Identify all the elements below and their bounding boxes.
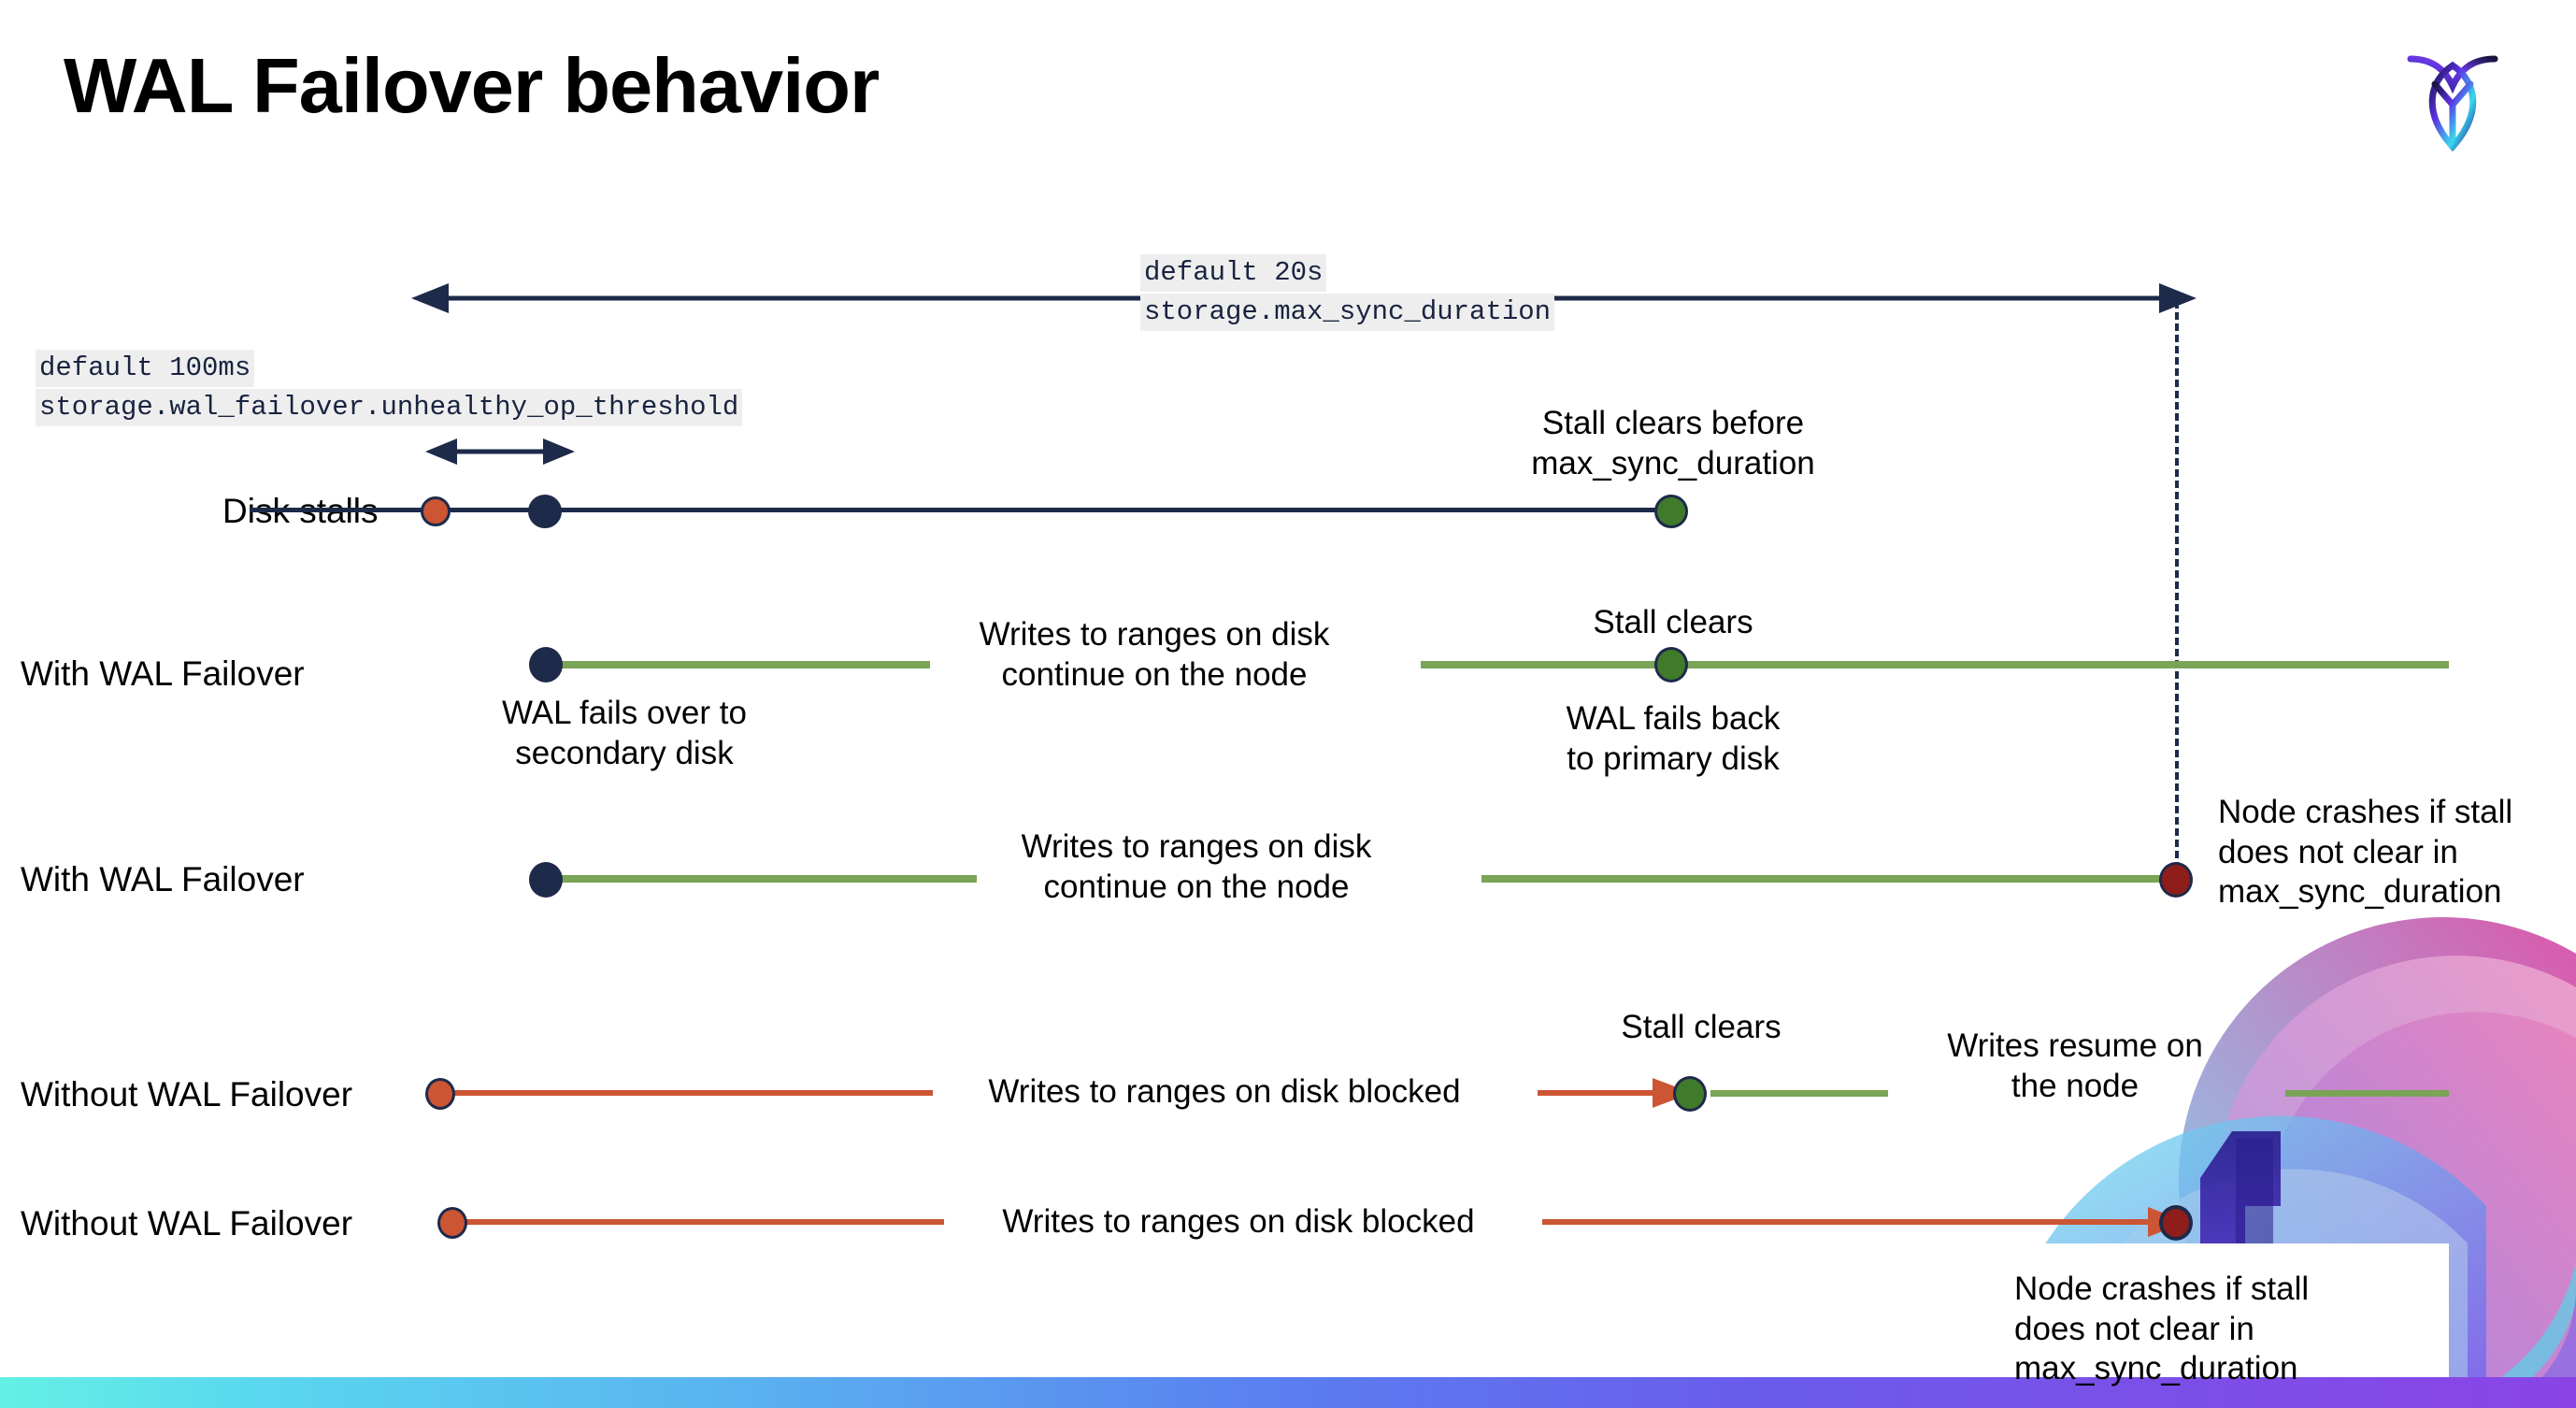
with-wal-failover-1-segment-a bbox=[542, 661, 930, 668]
disk-stalls-timeline bbox=[250, 508, 1670, 512]
disk-stall-clear-marker bbox=[1654, 495, 1688, 528]
without-wal-failover-1-resume-segment-b bbox=[2285, 1090, 2449, 1097]
max-sync-duration-dashed-guide bbox=[2175, 301, 2179, 881]
with-wal-failover-1-segment-b bbox=[1421, 661, 2449, 668]
max-sync-setting-name: storage.max_sync_duration bbox=[1140, 294, 1555, 332]
annotation-text: Writes to ranges on disk blocked bbox=[988, 1073, 1461, 1110]
without-wal-failover-1-blocked-segment bbox=[437, 1090, 933, 1096]
with-wal-failover-2-failover-marker bbox=[529, 862, 563, 898]
unhealthy-threshold-span-arrow bbox=[425, 432, 575, 471]
with-wal-failover-2-segment-a bbox=[542, 875, 977, 883]
cockroachdb-logo-icon bbox=[2397, 28, 2508, 159]
without-wal-failover-2-blocked-segment-a bbox=[449, 1219, 944, 1225]
without-wal-failover-1-resume-segment-a bbox=[1710, 1090, 1888, 1097]
page-title: WAL Failover behavior bbox=[64, 42, 880, 129]
max-sync-default-label: default 20s bbox=[1140, 254, 1327, 293]
disk-stall-failover-marker bbox=[528, 495, 562, 528]
annotation-text: Stall clears bbox=[1621, 1009, 1782, 1045]
row-label-without-wal-failover-1: Without WAL Failover bbox=[21, 1075, 353, 1113]
with-wal-failover-1-clear-marker bbox=[1654, 647, 1688, 682]
row-label-without-wal-failover-2: Without WAL Failover bbox=[21, 1204, 353, 1243]
annotation-text: Writes to ranges on disk blocked bbox=[1002, 1203, 1475, 1240]
row-label-with-wal-failover-2: With WAL Failover bbox=[21, 860, 305, 898]
annotation-stall-clears-2: Stall clears bbox=[1580, 1008, 1823, 1048]
annotation-writes-blocked-2: Writes to ranges on disk blocked bbox=[949, 1202, 1528, 1243]
annotation-stall-clears-1: Stall clears bbox=[1533, 603, 1813, 643]
without-wal-failover-1-arrow-to-clear bbox=[1538, 1075, 1692, 1111]
with-wal-failover-2-crash-marker bbox=[2159, 862, 2193, 898]
without-wal-failover-1-stall-start-marker bbox=[425, 1078, 455, 1110]
bottom-gradient-bar bbox=[0, 1377, 2576, 1408]
annotation-writes-blocked-1: Writes to ranges on disk blocked bbox=[939, 1072, 1510, 1113]
unhealthy-setting-name: storage.wal_failover.unhealthy_op_thresh… bbox=[36, 389, 743, 427]
without-wal-failover-2-arrow-to-crash bbox=[1542, 1204, 2187, 1240]
disk-stall-start-marker bbox=[421, 496, 451, 526]
without-wal-failover-2-stall-start-marker bbox=[437, 1207, 467, 1239]
with-wal-failover-2-segment-b bbox=[1481, 875, 2178, 883]
row-label-with-wal-failover-1: With WAL Failover bbox=[21, 654, 305, 693]
annotation-text: Stall clears bbox=[1593, 604, 1753, 640]
unhealthy-default-label: default 100ms bbox=[36, 350, 255, 388]
without-wal-failover-1-clear-marker bbox=[1673, 1076, 1707, 1112]
without-wal-failover-2-crash-marker bbox=[2159, 1205, 2193, 1241]
with-wal-failover-1-failover-marker bbox=[529, 647, 563, 682]
